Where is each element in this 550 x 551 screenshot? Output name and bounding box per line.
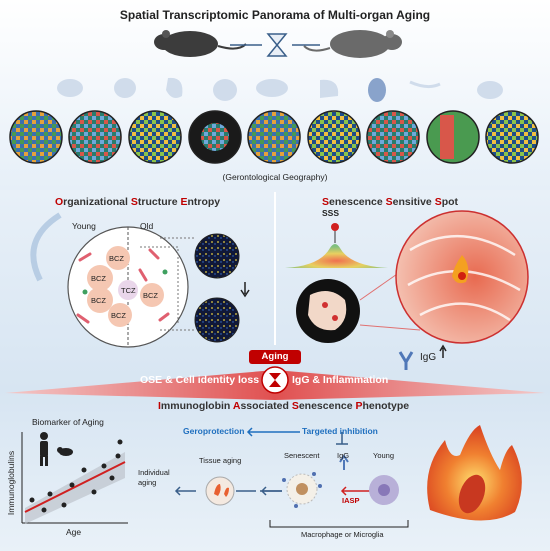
hourglass-icon: [230, 33, 320, 57]
zone-label: BCZ: [109, 254, 124, 263]
igg-inflammation-text: IgG & Inflammation: [292, 374, 389, 386]
aging-label: Aging: [261, 351, 289, 362]
tissue-maps: [9, 110, 539, 164]
biomarker-title: Biomarker of Aging: [32, 417, 104, 427]
tissue-sss-image: [296, 264, 421, 343]
targeted-inhibition-label: Targeted inhibition: [302, 426, 378, 436]
igg-icon: [398, 344, 447, 370]
sss-zoom: [395, 210, 529, 344]
young-label: Young: [72, 221, 96, 231]
biomarker-xlabel: Age: [66, 527, 82, 537]
zone-label: BCZ: [91, 274, 106, 283]
flame-icon: [427, 425, 522, 521]
young-pathway-label: Young: [373, 451, 394, 460]
zone-label: BCZ: [111, 311, 126, 320]
ose-circle: [30, 212, 195, 348]
ose-zoom-images: [194, 233, 250, 343]
organ-icons: [57, 77, 503, 102]
figure-title: Spatial Transcriptomic Panorama of Multi…: [119, 8, 431, 22]
iasp-label: IASP: [342, 496, 360, 505]
zone-label: BCZ: [143, 291, 158, 300]
sss-title: Senescence Sensitive Spot: [322, 196, 459, 208]
iasp-title: Immunoglobin Associated Senescence Pheno…: [158, 400, 410, 412]
zone-label: BCZ: [91, 296, 106, 305]
igg-pathway-label: IgG: [337, 451, 350, 460]
biomarker-plot: [21, 432, 128, 524]
mouse-small-icon: [57, 447, 73, 456]
geography-caption-text: (Gerontological Geography): [222, 172, 328, 182]
individual-aging-label: Individual aging: [138, 468, 170, 487]
geroprotection-label: Geroprotection: [183, 426, 245, 436]
senescent-label: Senescent: [284, 451, 320, 460]
zone-label: TCZ: [121, 286, 136, 295]
young-mouse-icon: [154, 30, 247, 57]
tissue-aging-label: Tissue aging: [199, 456, 242, 465]
ose-title: Organizational Structure Entropy: [55, 196, 221, 208]
pathway: [174, 427, 409, 528]
old-mouse-icon: [303, 30, 402, 58]
sss-peak: [285, 223, 388, 268]
old-label: Old: [140, 221, 154, 231]
biomarker-ylabel: Immunoglobulins: [6, 450, 16, 516]
geography-caption: (Gerontological Geography): [0, 172, 550, 182]
aging-band: [5, 350, 545, 400]
igg-label: IgG: [420, 352, 437, 363]
sss-label: SSS: [322, 208, 340, 218]
ose-loss-text: OSE & Cell identity loss: [140, 374, 260, 386]
macrophage-label: Macrophage or Microglia: [301, 530, 384, 539]
human-icon: [40, 432, 48, 466]
